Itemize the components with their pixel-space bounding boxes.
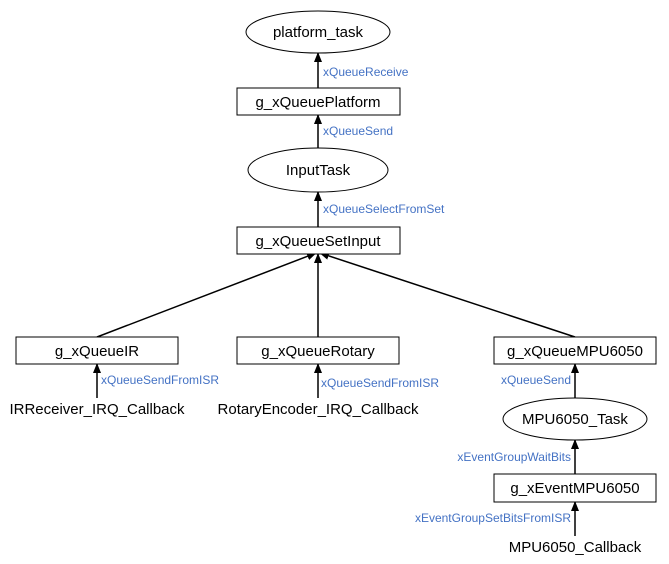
source-rotary-encoder-callback: RotaryEncoder_IRQ_Callback bbox=[218, 401, 419, 418]
edge-label-xeventgroupwaitbits: xEventGroupWaitBits bbox=[457, 450, 571, 464]
node-platform-task bbox=[245, 10, 391, 54]
node-g-xqueueplatform bbox=[236, 87, 401, 116]
edge-label-rotary-xqueuesendfromisr: xQueueSendFromISR bbox=[321, 376, 439, 390]
node-inputtask-label: InputTask bbox=[286, 162, 351, 179]
node-platform-task-label: platform_task bbox=[273, 24, 364, 41]
edge-label-mpu-xqueuesend: xQueueSend bbox=[501, 373, 571, 387]
edge-queue-mpu-to-queueset bbox=[319, 252, 576, 338]
node-g-xqueuempu6050 bbox=[493, 336, 657, 365]
edge-label-ir-xqueuesendfromisr: xQueueSendFromISR bbox=[101, 373, 219, 387]
node-mpu6050-task-label: MPU6050_Task bbox=[522, 411, 628, 428]
edge-label-xqueuereceive: xQueueReceive bbox=[323, 65, 409, 79]
source-ir-receiver-callback: IRReceiver_IRQ_Callback bbox=[9, 401, 185, 418]
node-g-xqueueir bbox=[15, 336, 179, 365]
source-mpu6050-callback: MPU6050_Callback bbox=[509, 539, 642, 556]
edge-label-xqueuesend-input: xQueueSend bbox=[323, 124, 393, 138]
node-g-xqueuesetinput-label: g_xQueueSetInput bbox=[255, 233, 381, 250]
node-inputtask bbox=[247, 147, 389, 193]
node-g-xqueuempu6050-label: g_xQueueMPU6050 bbox=[507, 343, 643, 360]
edge-label-xqueueselectfromset: xQueueSelectFromSet bbox=[323, 202, 445, 216]
node-g-xqueueplatform-label: g_xQueuePlatform bbox=[255, 94, 380, 111]
node-g-xqueuerotary bbox=[236, 336, 400, 365]
node-g-xeventmpu6050-label: g_xEventMPU6050 bbox=[510, 480, 639, 497]
node-mpu6050-task bbox=[502, 397, 648, 441]
edge-queue-ir-to-queueset bbox=[96, 252, 317, 338]
node-g-xeventmpu6050 bbox=[493, 473, 657, 503]
node-g-xqueuesetinput bbox=[236, 226, 401, 255]
node-g-xqueueir-label: g_xQueueIR bbox=[55, 343, 139, 360]
edge-label-xeventgroupsetbitsfromisr: xEventGroupSetBitsFromISR bbox=[415, 511, 571, 525]
node-g-xqueuerotary-label: g_xQueueRotary bbox=[261, 343, 375, 360]
